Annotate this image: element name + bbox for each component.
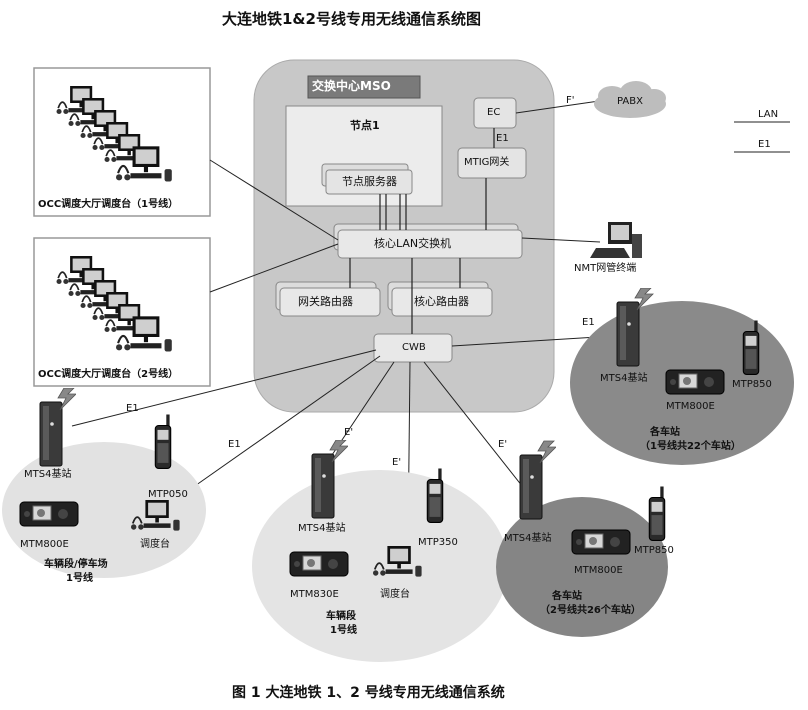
line1-mtp-label: MTP850 <box>732 379 772 390</box>
depot1-name2: 1号线 <box>66 573 93 584</box>
depot2-radio-icon <box>426 468 444 523</box>
line2-mobile-icon <box>571 529 631 555</box>
gateway-router-label: 网关路由器 <box>298 295 353 308</box>
cwb-box <box>373 333 453 363</box>
depot1-area <box>2 442 206 578</box>
line2-mtp-label: MTP850 <box>634 545 674 556</box>
depot1-mobile-icon <box>19 501 79 527</box>
figure-caption: 图 1 大连地铁 1、2 号线专用无线通信系统 <box>232 685 505 701</box>
external-links <box>71 99 615 549</box>
line1-mtm-label: MTM800E <box>666 401 715 412</box>
depot2-mtm-label: MTM830E <box>290 589 339 600</box>
line1-name2: （1号线共22个车站） <box>640 441 741 452</box>
msc-label: 交换中心MSO <box>312 79 391 93</box>
line2-name2: （2号线共26个车站） <box>540 605 641 616</box>
legend-e1-label: E1 <box>758 139 771 150</box>
node1-label: 节点1 <box>350 119 380 132</box>
e1-depot1-console-label: E1 <box>228 439 241 450</box>
line2-name1: 各车站 <box>552 591 582 602</box>
line1-mts4-label: MTS4基站 <box>600 373 648 384</box>
mtig-box <box>457 147 527 179</box>
depot1-mts4-label: MTS4基站 <box>24 469 72 480</box>
depot2-mtp-label: MTP350 <box>418 537 458 548</box>
depot1-mtm-label: MTM800E <box>20 539 69 550</box>
e1-line1-label: E1 <box>582 317 595 328</box>
f1-link-label: F' <box>566 95 575 106</box>
node-server-box <box>325 169 413 195</box>
line1-mobile-icon <box>665 369 725 395</box>
legend-lan-label: LAN <box>758 109 779 120</box>
depot1-radio-icon <box>154 414 172 469</box>
page-title: 大连地铁1&2号线专用无线通信系统图 <box>222 10 481 28</box>
core-router-box <box>391 287 493 317</box>
depot2-console-label: 调度台 <box>380 589 410 600</box>
line1-name1: 各车站 <box>650 427 680 438</box>
line2-radio-icon <box>648 486 666 541</box>
depot2-name1: 车辆段 <box>326 611 356 622</box>
depot1-console-label: 调度台 <box>140 539 170 550</box>
pabx-label: PABX <box>617 96 643 107</box>
depot2-mobile-icon <box>289 551 349 577</box>
core-lan-label: 核心LAN交换机 <box>374 237 452 250</box>
e1p-depot2-console-label: E' <box>392 457 402 468</box>
mtig-label: MTIG网关 <box>464 157 510 168</box>
e1-msc-label: E1 <box>496 133 509 144</box>
nmt-label: NMT网管终端 <box>574 263 637 274</box>
depot2-name2: 1号线 <box>330 625 357 636</box>
occ1-label: OCC调度大厅调度台（1号线） <box>38 199 179 210</box>
msc-label-box <box>307 75 421 99</box>
nmt-terminal-icon <box>590 222 642 258</box>
ec-label: EC <box>487 107 501 118</box>
line2-mts4-label: MTS4基站 <box>504 533 552 544</box>
internal-links <box>349 128 495 334</box>
occ2-label: OCC调度大厅调度台（2号线） <box>38 369 179 380</box>
e1p-depot2-label: E' <box>344 427 354 438</box>
depot1-mtp-label: MTP050 <box>148 489 188 500</box>
e1-depot1-label: E1 <box>126 403 139 414</box>
pabx-cloud <box>594 81 666 118</box>
core-router-label: 核心路由器 <box>414 295 469 308</box>
depot2-mts4-label: MTS4基站 <box>298 523 346 534</box>
gateway-router-box <box>279 287 381 317</box>
cwb-label: CWB <box>402 342 426 353</box>
node-server-label: 节点服务器 <box>342 175 397 188</box>
e1p-line2-label: E' <box>498 439 508 450</box>
line2-mtm-label: MTM800E <box>574 565 623 576</box>
depot1-name1: 车辆段/停车场 <box>44 559 108 570</box>
